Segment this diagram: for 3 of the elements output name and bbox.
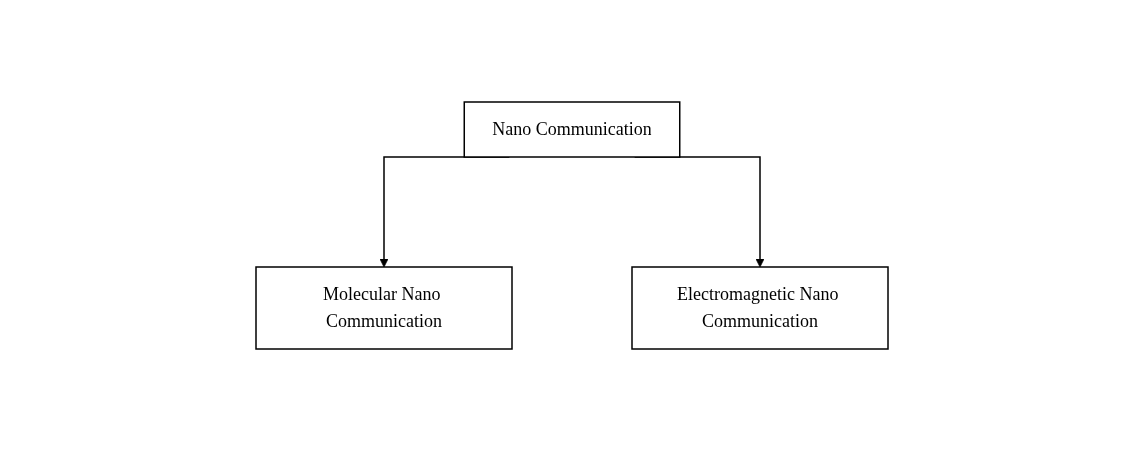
node-box: Nano Communication	[463, 100, 681, 158]
node-box: Electromagnetic Nano Communication	[631, 265, 889, 350]
node-box: Molecular Nano Communication	[255, 265, 513, 350]
